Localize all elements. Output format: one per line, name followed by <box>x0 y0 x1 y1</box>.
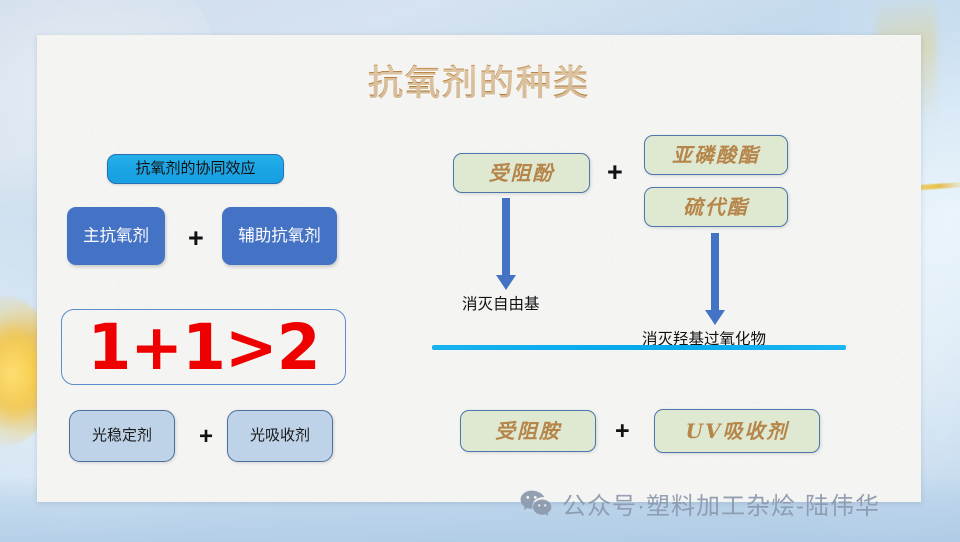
page-title: 抗氧剂的种类 <box>37 55 921 106</box>
primary-antioxidant-label: 主抗氧剂 <box>83 226 149 245</box>
auxiliary-antioxidant-box[interactable]: 辅助抗氧剂 <box>222 207 337 265</box>
light-absorber-label: 光吸收剂 <box>249 426 310 444</box>
light-stabilizer-box[interactable]: 光稳定剂 <box>69 410 175 462</box>
primary-antioxidant-box[interactable]: 主抗氧剂 <box>67 207 165 265</box>
phosphite-ester-box[interactable]: 亚磷酸酯 <box>644 135 788 175</box>
light-absorber-box[interactable]: 光吸收剂 <box>227 410 333 462</box>
auxiliary-antioxidant-label: 辅助抗氧剂 <box>238 226 321 245</box>
synergy-header-label: 抗氧剂的协同效应 <box>135 159 256 177</box>
section-divider <box>432 345 846 350</box>
slide-card: 抗氧剂的种类 抗氧剂的协同效应 主抗氧剂 + 辅助抗氧剂 1+1>2 光稳定剂 … <box>37 35 921 502</box>
uv-absorber-label: UV吸收剂 <box>685 419 789 443</box>
hindered-amine-box[interactable]: 受阻胺 <box>460 410 596 452</box>
arrow-down-right <box>703 233 727 325</box>
plus-operator-light-pair: + <box>199 423 214 450</box>
plus-operator-bottom-reaction: + <box>615 417 630 445</box>
thioester-box[interactable]: 硫代酯 <box>644 187 788 227</box>
result-label-right: 消灭羟基过氧化物 <box>642 331 767 348</box>
hindered-phenol-label: 受阻酚 <box>488 161 555 185</box>
plus-operator-primary-pair: + <box>188 223 204 253</box>
wechat-icon <box>520 490 552 516</box>
arrow-down-left <box>494 198 518 290</box>
uv-absorber-box[interactable]: UV吸收剂 <box>654 409 820 453</box>
watermark-text: 公众号·塑料加工杂烩-陆伟华 <box>562 493 880 520</box>
phosphite-ester-label: 亚磷酸酯 <box>672 143 760 167</box>
hindered-amine-label: 受阻胺 <box>495 419 561 443</box>
light-stabilizer-label: 光稳定剂 <box>91 426 152 444</box>
result-label-left: 消灭自由基 <box>462 296 540 313</box>
synergy-header-box[interactable]: 抗氧剂的协同效应 <box>107 154 284 184</box>
plus-operator-top-reaction: + <box>607 157 623 187</box>
watermark: 公众号·塑料加工杂烩-陆伟华 <box>520 486 880 521</box>
hindered-phenol-box[interactable]: 受阻酚 <box>453 153 590 193</box>
equation-text: 1+1>2 <box>87 310 320 384</box>
equation-box: 1+1>2 <box>61 309 346 385</box>
thioester-label: 硫代酯 <box>683 195 749 219</box>
